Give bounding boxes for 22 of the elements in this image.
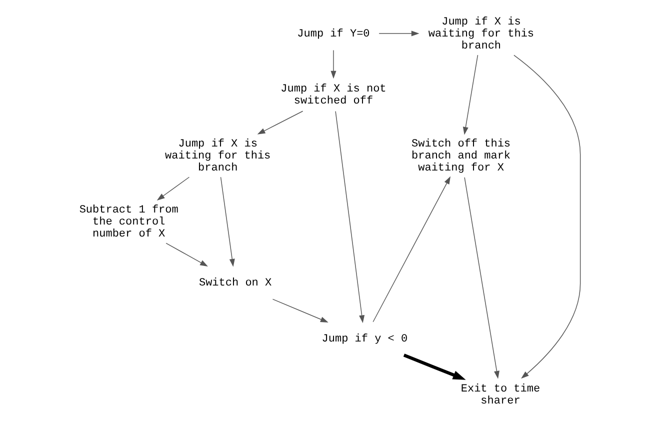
arrow [372, 176, 451, 322]
node-text: Jump if Y=0 [297, 28, 370, 40]
arrow [464, 177, 500, 379]
arrow [166, 242, 208, 266]
node-text: Jump if X is waiting for this branch [428, 16, 534, 52]
arrow [462, 54, 478, 135]
arrow [330, 50, 336, 79]
node-text: Switch on X [198, 277, 272, 290]
arrow [156, 176, 190, 200]
arrow [257, 110, 304, 134]
arrow [335, 110, 365, 324]
node-text: Switch off this branch and mark waiting for X [412, 138, 511, 174]
arrow [514, 54, 581, 379]
node-text: Subtract 1 from the control number of X [79, 204, 178, 240]
arrow [378, 30, 420, 36]
node-text: Exit to time sharer [460, 383, 540, 408]
arrow [403, 354, 466, 380]
arrow [272, 298, 328, 322]
node-text: Jump if X is not switched off [280, 83, 386, 108]
arrow [220, 176, 235, 267]
node-text: Jump if X is waiting for this branch [165, 138, 271, 174]
node-text: Jump if y < 0 [322, 333, 408, 346]
